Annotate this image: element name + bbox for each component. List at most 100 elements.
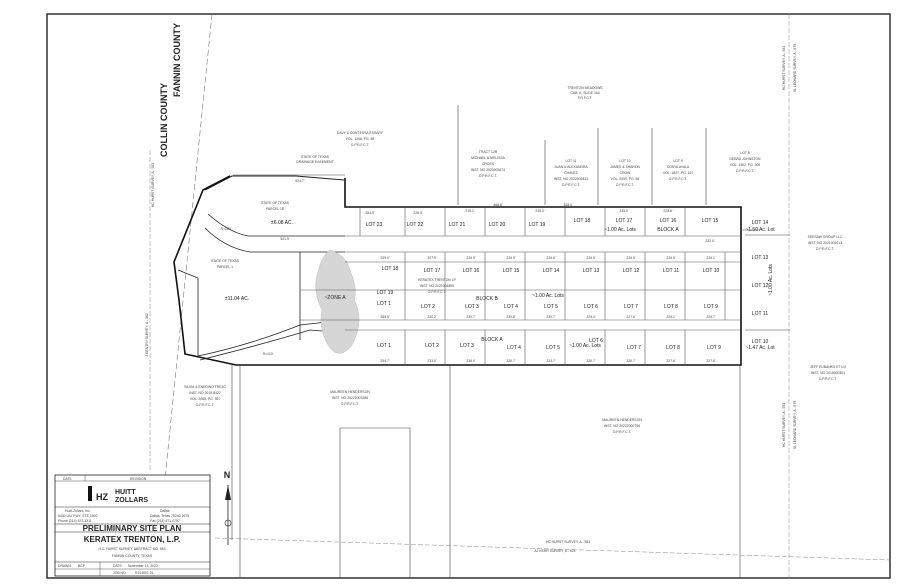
- adj-lot9-4: O.P.R.F.C.T.: [669, 177, 687, 181]
- date-value: November 13, 2023: [128, 564, 158, 568]
- job-value: R314601.01: [135, 571, 154, 575]
- adj-henderson2-2: INST. NO 20222000796: [604, 424, 640, 428]
- lot-r3-9: LOT 9: [704, 304, 718, 310]
- lots-row4: LOT 1 LOT 2 LOT 3 LOT 4 LOT 5 LOT 6 LOT …: [377, 338, 721, 351]
- site-boundary: [173, 175, 742, 366]
- project-name: KERATEX TRENTON, L.P.: [84, 535, 180, 544]
- dim-boundary-top: 624.7': [295, 179, 304, 183]
- lot-r3-6: LOT 6: [584, 304, 598, 310]
- adj-henderson1-1: MAUREEN HENDERSON: [330, 390, 370, 394]
- dim-r3-6: 225.4': [586, 315, 595, 319]
- dim-r1-3: 215.1': [465, 209, 474, 213]
- adj-keratex-3: O.P.R.F.C.T.: [428, 290, 446, 294]
- lot-r2-7: LOT 12: [623, 268, 640, 274]
- lot-r2-9: LOT 10: [703, 268, 720, 274]
- dim-r4-7: 226.7': [626, 359, 635, 363]
- survey-name: H.C. HURST SURVEY, ABSTRACT NO. 553: [98, 547, 165, 551]
- drawn-label: DRAWN:: [58, 564, 72, 568]
- dim-r2-6: 226.5': [586, 256, 595, 260]
- adj-henderson1-3: O.P.R.F.C.T.: [341, 402, 359, 406]
- dim-r3-8: 226.1': [666, 315, 675, 319]
- firm-city-state: Dallas, Texas 75240-2675: [150, 514, 189, 518]
- adj-parcel1-1: STATE OF TEXAS: [211, 259, 240, 263]
- dim-r4-5: 224.7': [546, 359, 555, 363]
- drawing-border: [46, 13, 891, 579]
- zone-a-label: ~ZONE A: [324, 295, 346, 301]
- adjoiner-lines: [231, 105, 790, 578]
- lot-r1-3: LOT 21: [449, 222, 466, 228]
- revision-header-revision: REVISION: [130, 477, 147, 481]
- adj-henderson2-3: O.P.R.F.C.T.: [613, 430, 631, 434]
- lot-rc-10: LOT 10: [752, 339, 769, 345]
- lot-rc-14: LOT 14: [752, 220, 769, 226]
- adj-lot11-4: INST. NO 2022002813: [554, 177, 588, 181]
- adj-seesaw-2: INST. NO 2021001013: [808, 241, 842, 245]
- dim-r1-2: 226.3': [413, 211, 422, 215]
- dim-r1-5: 235.0': [535, 209, 544, 213]
- dim-r4-4: 226.7': [506, 359, 515, 363]
- block-b: BLOCK B: [476, 296, 498, 302]
- adj-tract12r-2: MICHAEL & MELISSA: [471, 156, 506, 160]
- adj-keratex-2: INST. NO 2021004850: [420, 284, 454, 288]
- dim-r4-2: 233.5': [427, 359, 436, 363]
- area-1104: ±11.04 AC.: [225, 296, 249, 302]
- adj-lot8-1: LOT 8: [740, 151, 749, 155]
- adj-tract12r-5: O.P.R.F.C.T.: [479, 174, 497, 178]
- lot-r2-4: LOT 15: [503, 268, 520, 274]
- job-label: JOB NO.:: [113, 571, 128, 575]
- lot-r2-1: LOT 18: [382, 266, 399, 272]
- lot-r4-2: LOT 2: [425, 343, 439, 349]
- lot-r2-5: LOT 14: [543, 268, 560, 274]
- survey-hurst-right-top: HC HURST SURVEY, A - 553: [782, 46, 786, 90]
- lot-grid: [300, 207, 760, 365]
- logo-hz: HZ: [96, 492, 108, 502]
- area-lot14: ~1.50 Ac. Lot: [745, 227, 775, 233]
- area-col-lots: ~1.00 Ac. Lots: [768, 264, 774, 296]
- lot-r4-8: LOT 8: [666, 345, 680, 351]
- dimension-labels: 264.5' 226.3' 215.1' 468.8' 235.0' 308.4…: [221, 179, 716, 363]
- lot-r1-8: LOT 16: [660, 218, 677, 224]
- adj-seesaw-3: O.P.R.F.C.T.: [816, 247, 834, 251]
- lot-r2-extra: LOT 19: [377, 290, 394, 296]
- dim-r1-1: 264.5': [365, 211, 374, 215]
- adj-trejo-1: SILVIA & ENEDINO TREJO: [184, 385, 226, 389]
- adj-tract12r-3: CROSS: [482, 162, 495, 166]
- lot-r1-9: LOT 15: [702, 218, 719, 224]
- survey-leonard-right-bottom: SL LEONARD SURVEY, A - 679: [793, 401, 797, 449]
- area-lot10: ~1.47 Ac. Lot: [745, 345, 775, 351]
- lots-right-col: LOT 14 LOT 13 LOT 12 LOT 11 LOT 10: [752, 220, 769, 345]
- adj-lot10-5: O.P.R.F.C.T.: [616, 183, 634, 187]
- lot-r1-4: LOT 20: [489, 222, 506, 228]
- lot-r2-2: LOT 17: [424, 268, 441, 274]
- lot-rc-11: LOT 11: [752, 311, 768, 317]
- dim-r3-7: 227.6': [626, 315, 635, 319]
- dim-r4-3: 236.0': [466, 359, 475, 363]
- lot-r1-1: LOT 23: [366, 222, 383, 228]
- adj-lot10-2: JAMES & SHARON: [610, 165, 641, 169]
- dim-r3-9: 226.7': [706, 315, 715, 319]
- plan-title: PRELIMINARY SITE PLAN: [83, 524, 182, 533]
- adj-lot9-1: LOT 9: [673, 159, 682, 163]
- lot-r3-2: LOT 2: [421, 304, 435, 310]
- adj-eubanks-3: O.P.R.F.C.T.: [819, 377, 837, 381]
- lot-r3-1: LOT 1: [377, 301, 391, 307]
- survey-hurst-bottom: HC HURST SURVEY, A - 553: [546, 540, 590, 544]
- adj-seesaw-1: SEESAW GROUP LLC: [808, 235, 843, 239]
- adj-eubanks-2: INST. NO 2015000301: [811, 371, 845, 375]
- collin-county-label: COLLIN COUNTY: [159, 83, 169, 157]
- dim-r4-8: 227.6': [666, 359, 675, 363]
- dim-r3-1: 285.5': [380, 315, 389, 319]
- adj-henderson1-2: INST. NO 20222003288: [332, 396, 368, 400]
- lots-row2: LOT 19 LOT 18 LOT 17 LOT 16 LOT 15 LOT 1…: [377, 266, 720, 296]
- adj-lot11-3: CHAVEZ: [564, 171, 578, 175]
- date-label: DATE:: [113, 564, 123, 568]
- lot-r1-2: LOT 22: [407, 222, 424, 228]
- adj-trenton-meadows-2: CAB. A, SLIDE 164: [570, 91, 599, 95]
- lot-r4-9: LOT 9: [707, 345, 721, 351]
- adj-henderson2-1: MAUREEN HENDERSON: [602, 418, 642, 422]
- adj-eubanks-1: JEFF EUBANKS ET UX: [810, 365, 847, 369]
- adj-lot11-1: LOT 11: [566, 159, 577, 163]
- area-labels: ±6.08 AC. ±11.04 AC. ~ZONE A ~1.00 Ac. L…: [225, 220, 775, 351]
- adj-parcel1e-1: STATE OF TEXAS: [261, 201, 290, 205]
